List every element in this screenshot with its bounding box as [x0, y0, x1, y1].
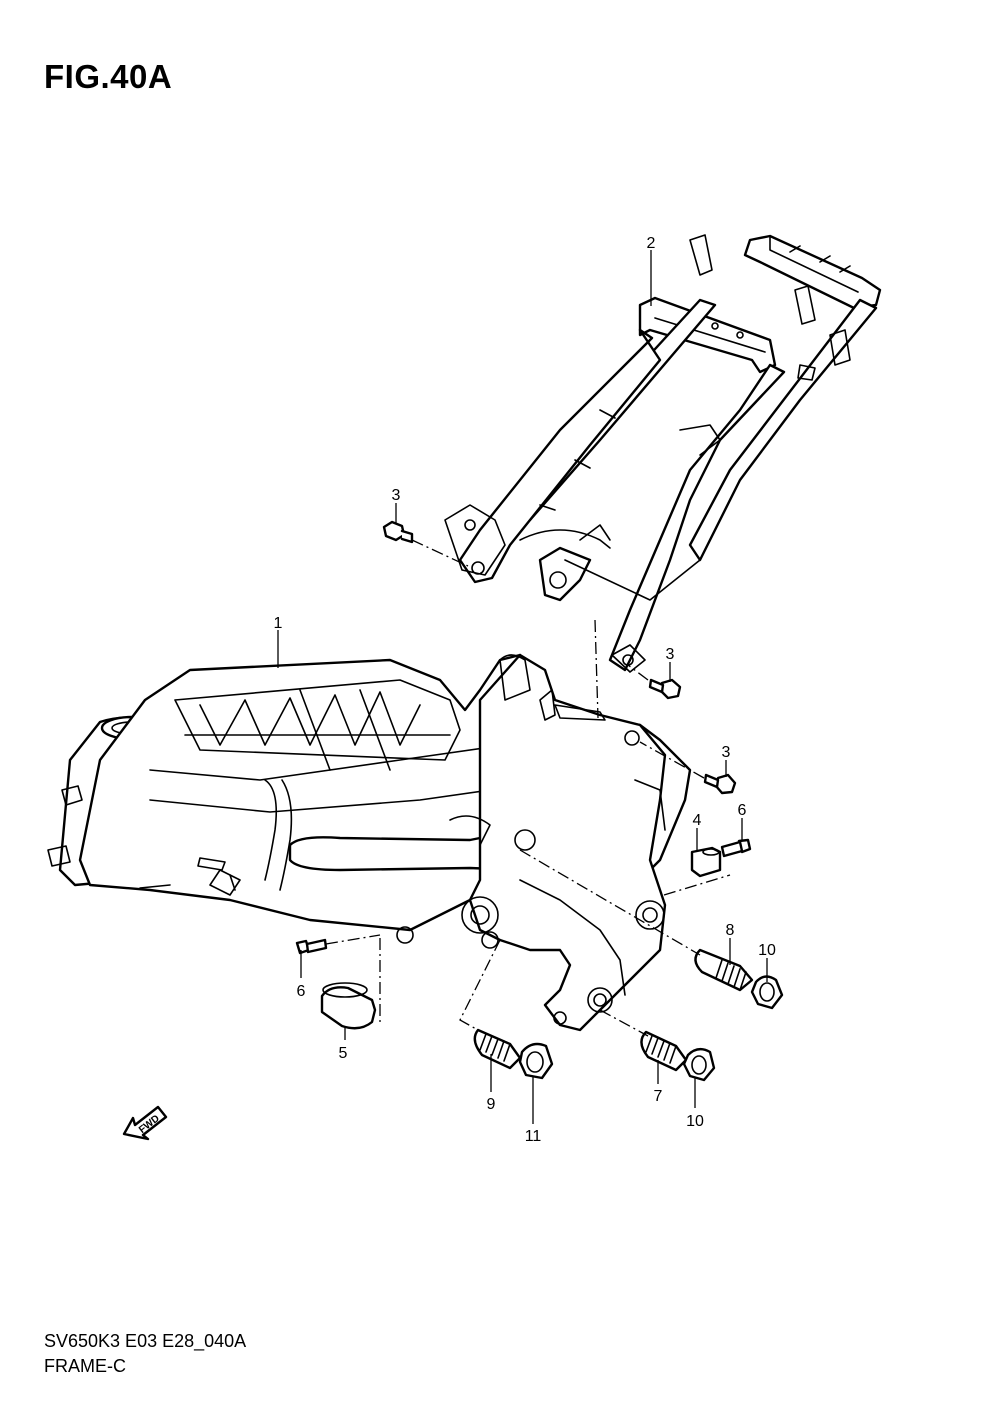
- bolt-3-upper: [382, 520, 414, 544]
- threaded-bush-7: [640, 1030, 688, 1072]
- spacer-5: [320, 982, 377, 1030]
- fwd-direction-arrow-icon: FWD: [122, 1105, 168, 1141]
- assembly-line-bush9: [459, 939, 501, 1031]
- callout-4: 4: [693, 812, 702, 829]
- model-code: SV650K3 E03 E28_040A: [44, 1331, 247, 1351]
- threaded-bush-9: [473, 1028, 522, 1070]
- callout-3-upper: 3: [392, 487, 401, 504]
- assembly-line-bush7: [599, 1009, 649, 1037]
- nut-10-lower: [682, 1047, 716, 1082]
- bolt-6-right: [720, 838, 752, 858]
- bolt-6-left: [295, 938, 328, 955]
- callout-11: 11: [525, 1128, 542, 1145]
- assembly-line-bolt3-upper: [411, 539, 469, 567]
- bolt-3-lower: [703, 773, 737, 795]
- callout-9: 9: [487, 1096, 496, 1113]
- callout-8: 8: [726, 922, 735, 939]
- collar-4: [690, 846, 722, 878]
- threaded-bush-8: [694, 948, 754, 992]
- bolt-3-middle: [648, 678, 682, 700]
- assembly-line-bolt3-middle: [627, 664, 649, 681]
- callout-3-middle: 3: [666, 646, 675, 663]
- seat-rail: [444, 234, 882, 673]
- assembly-line-bolt6-left: [325, 934, 381, 945]
- nut-11: [518, 1042, 554, 1080]
- group-name: FRAME-C: [44, 1356, 126, 1376]
- callout-6-left: 6: [297, 983, 306, 1000]
- main-frame: [47, 653, 692, 1032]
- callout-7: 7: [654, 1088, 663, 1105]
- callout-2: 2: [647, 235, 656, 252]
- callout-10-lower: 10: [686, 1113, 704, 1130]
- figure-title: FIG.40A: [44, 58, 173, 95]
- assembly-line-bolt3-lower: [639, 741, 705, 779]
- nut-10-upper: [750, 975, 784, 1010]
- assembly-line-rail-to-frame: [594, 619, 599, 719]
- callout-10-upper: 10: [758, 942, 776, 959]
- assembly-line-bolt6-right: [663, 874, 731, 896]
- assembly-line-bush8: [519, 849, 701, 956]
- callout-5: 5: [339, 1045, 348, 1062]
- callout-1: 1: [274, 615, 283, 632]
- callout-6-right: 6: [738, 802, 747, 819]
- callout-3-lower: 3: [722, 744, 731, 761]
